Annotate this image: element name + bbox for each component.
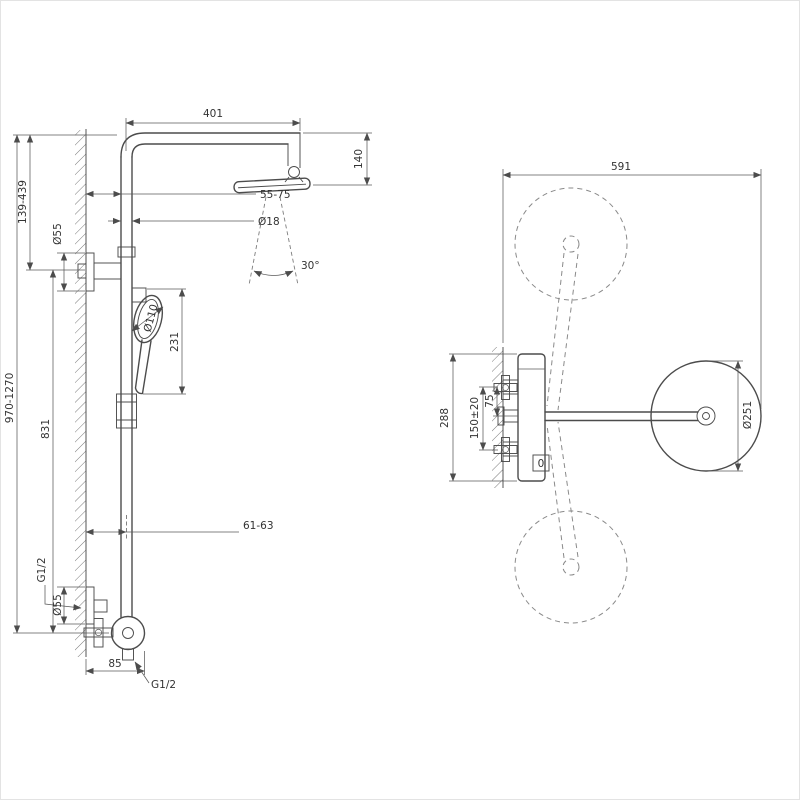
dim-head-diameter: Ø251 [742, 401, 754, 429]
dim-wall-offset: 61-63 [243, 520, 274, 532]
overhead-shower-top [544, 360, 762, 472]
dim-pipe-diameter: Ø18 [258, 216, 280, 228]
overhead-shower-side [233, 177, 311, 194]
scale-box [532, 454, 550, 472]
mixer-side [83, 586, 146, 661]
shower-column [116, 132, 304, 618]
dim-rosette-top: Ø55 [52, 223, 64, 245]
dim-arm-length: 401 [203, 108, 223, 120]
dim-upper-range: 139-439 [17, 180, 29, 224]
holder-screw [77, 263, 87, 279]
cross-handle-side [83, 627, 114, 638]
dim-rosette-bottom: Ø55 [52, 594, 64, 616]
lower-rosette [85, 586, 95, 625]
upper-wall-holder [77, 252, 122, 292]
dim-mixer-depth: 85 [108, 658, 121, 670]
hand-shower-holder [131, 287, 147, 303]
dim-half-spacing: 75 [484, 394, 496, 407]
dim-column-length: 831 [40, 419, 52, 439]
wall-side [75, 129, 87, 657]
bottom-outlet [122, 648, 134, 661]
dim-total-reach: 591 [611, 161, 631, 173]
dim-body-span: 288 [439, 408, 451, 428]
hand-shower-swivel-ghosts [514, 187, 628, 624]
dim-wall-thread: G1/2 [36, 557, 48, 582]
dim-outlet-thread: G1/2 [151, 679, 176, 691]
dim-head-drop: 140 [353, 149, 365, 169]
mixer-body-side [110, 615, 146, 651]
spray-cone: 30° [248, 196, 320, 286]
dim-total-height: 970-1270 [4, 373, 16, 424]
top-view: 0 591 [439, 161, 762, 624]
ball-joint [288, 166, 300, 178]
side-view-dimensions: 401 140 55-75 Ø18 139-439 Ø55 [4, 108, 372, 691]
top-view-dimensions: 591 288 150±20 75 Ø251 [439, 161, 762, 482]
cross-handle-top-2 [493, 437, 518, 462]
wall-top [492, 347, 504, 488]
dim-head-clearance: 55-75 [260, 189, 291, 201]
upper-rosette [85, 252, 95, 292]
dim-connection-spacing: 150±20 [469, 397, 481, 439]
scale-zero: 0 [538, 458, 545, 470]
head-plate-circle [650, 360, 762, 472]
dim-hand-shower-length: 231 [169, 332, 181, 352]
side-view: 30° [4, 108, 372, 691]
dim-spray-angle: 30° [301, 260, 320, 272]
